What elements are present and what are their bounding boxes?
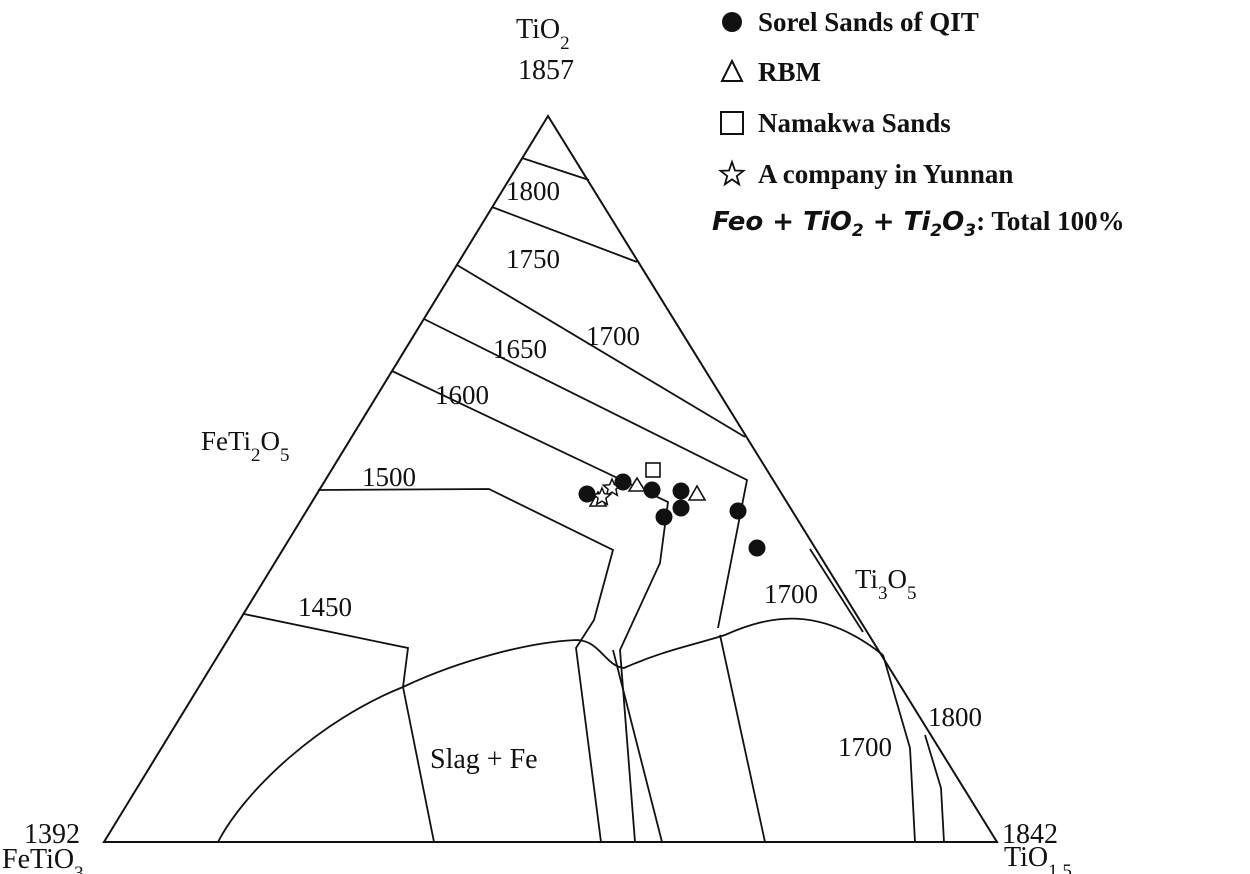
isotherm-label: 1500 [362,462,416,492]
legend-label: RBM [758,56,821,87]
ternary-triangle-outline [102,114,999,843]
legend-label: A company in Yunnan [758,158,1014,189]
qit-circle-marker [672,499,690,517]
composition-formula: Feo + TiO2 + Ti2O3: Total 100% [712,206,1125,241]
qit-circle-marker [614,473,632,491]
data-markers [578,462,766,557]
vertex-right-formula: TiO1.5 [1004,842,1072,874]
qit-circle-marker [748,539,766,557]
isotherm-label: 1450 [298,592,352,622]
namakwa-square-marker [645,462,661,478]
vertex-top-temp: 1857 [518,55,574,86]
vertex-right-temp: 1842 [1002,819,1058,850]
formula-ti2o3: Ti2O3 [903,207,977,242]
vertex-top-formula: TiO2 [516,14,570,54]
isotherm-label: 1700 [838,732,892,762]
qit-circle-marker [655,508,673,526]
formula-total: : Total 100% [976,206,1125,236]
open-square-icon [720,111,744,135]
formula-plus: + [763,207,804,237]
phase-label-feti2o5: FeTi2O5 [201,426,290,466]
vertex-left-formula: FeTiO3 [2,844,84,874]
legend-item-qit: Sorel Sands of QIT [712,2,979,42]
qit-circle-marker [729,502,747,520]
open-star-icon [718,159,746,187]
qit-circle-marker [672,482,690,500]
qit-circle-marker [578,485,596,503]
open-triangle-icon [720,58,744,82]
rbm-triangle-marker [687,484,707,501]
formula-tio2: TiO2 [803,207,864,242]
rbm-triangle-marker [627,476,647,492]
qit-circle-marker [643,481,661,499]
isotherm-label: 1700 [764,579,818,609]
isotherm-label: 1650 [493,334,547,364]
isotherm-label: 1800 [506,176,560,206]
legend-label: Namakwa Sands [758,107,951,138]
isotherm-label: 1800 [928,702,982,732]
vertex-left-temp: 1392 [24,819,80,850]
formula-plus: + [863,207,904,237]
legend-label: Sorel Sands of QIT [758,6,979,37]
phase-label-slag-fe: Slag + Fe [430,744,538,775]
isotherm-label: 1600 [435,380,489,410]
legend-item-rbm: RBM [712,52,821,92]
isotherm-labels: 1800 1750 1700 1650 1600 1500 1450 1700 … [298,176,982,762]
formula-feo: Feo [712,207,764,237]
phase-label-ti3o5: Ti3O5 [855,564,917,604]
legend-item-namakwa: Namakwa Sands [712,103,951,143]
isotherm-label: 1750 [506,244,560,274]
isotherm-label: 1700 [586,321,640,351]
filled-circle-icon [722,12,742,32]
isotherm-lines [217,157,945,843]
legend-item-yunnan: A company in Yunnan [712,154,1013,194]
